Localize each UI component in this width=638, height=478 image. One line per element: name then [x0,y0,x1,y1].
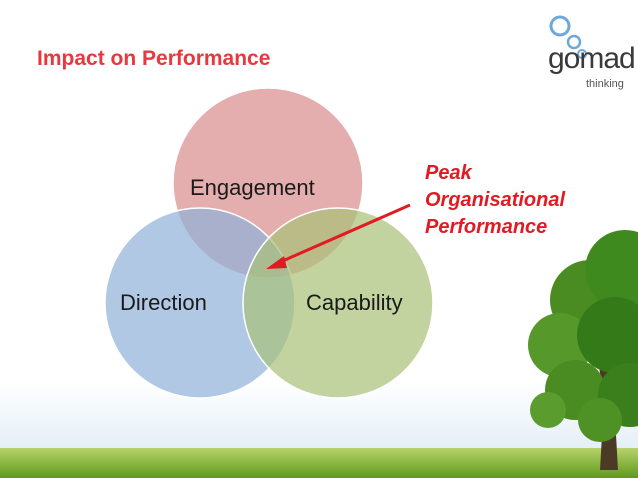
slide-title: Impact on Performance [37,47,271,70]
logo-subtext: thinking [586,78,624,90]
peak-performance-callout: Peak Organisational Performance [425,160,565,241]
callout-arrow [277,203,411,265]
capability-circle [242,207,434,399]
logo-circles-icon [549,15,587,59]
capability-label: Capability [306,290,403,315]
gomad-logo: gomad thinking [536,12,636,92]
callout-line: Performance [425,216,548,238]
callout-arrowhead [266,256,287,269]
direction-label: Direction [120,290,207,315]
tree-image [528,230,638,470]
callout-line: Organisational [425,189,566,211]
engagement-label: Engagement [190,175,315,200]
logo-wordmark: gomad [548,42,636,75]
grass-field [0,448,638,478]
callout-line: Peak [425,162,472,184]
